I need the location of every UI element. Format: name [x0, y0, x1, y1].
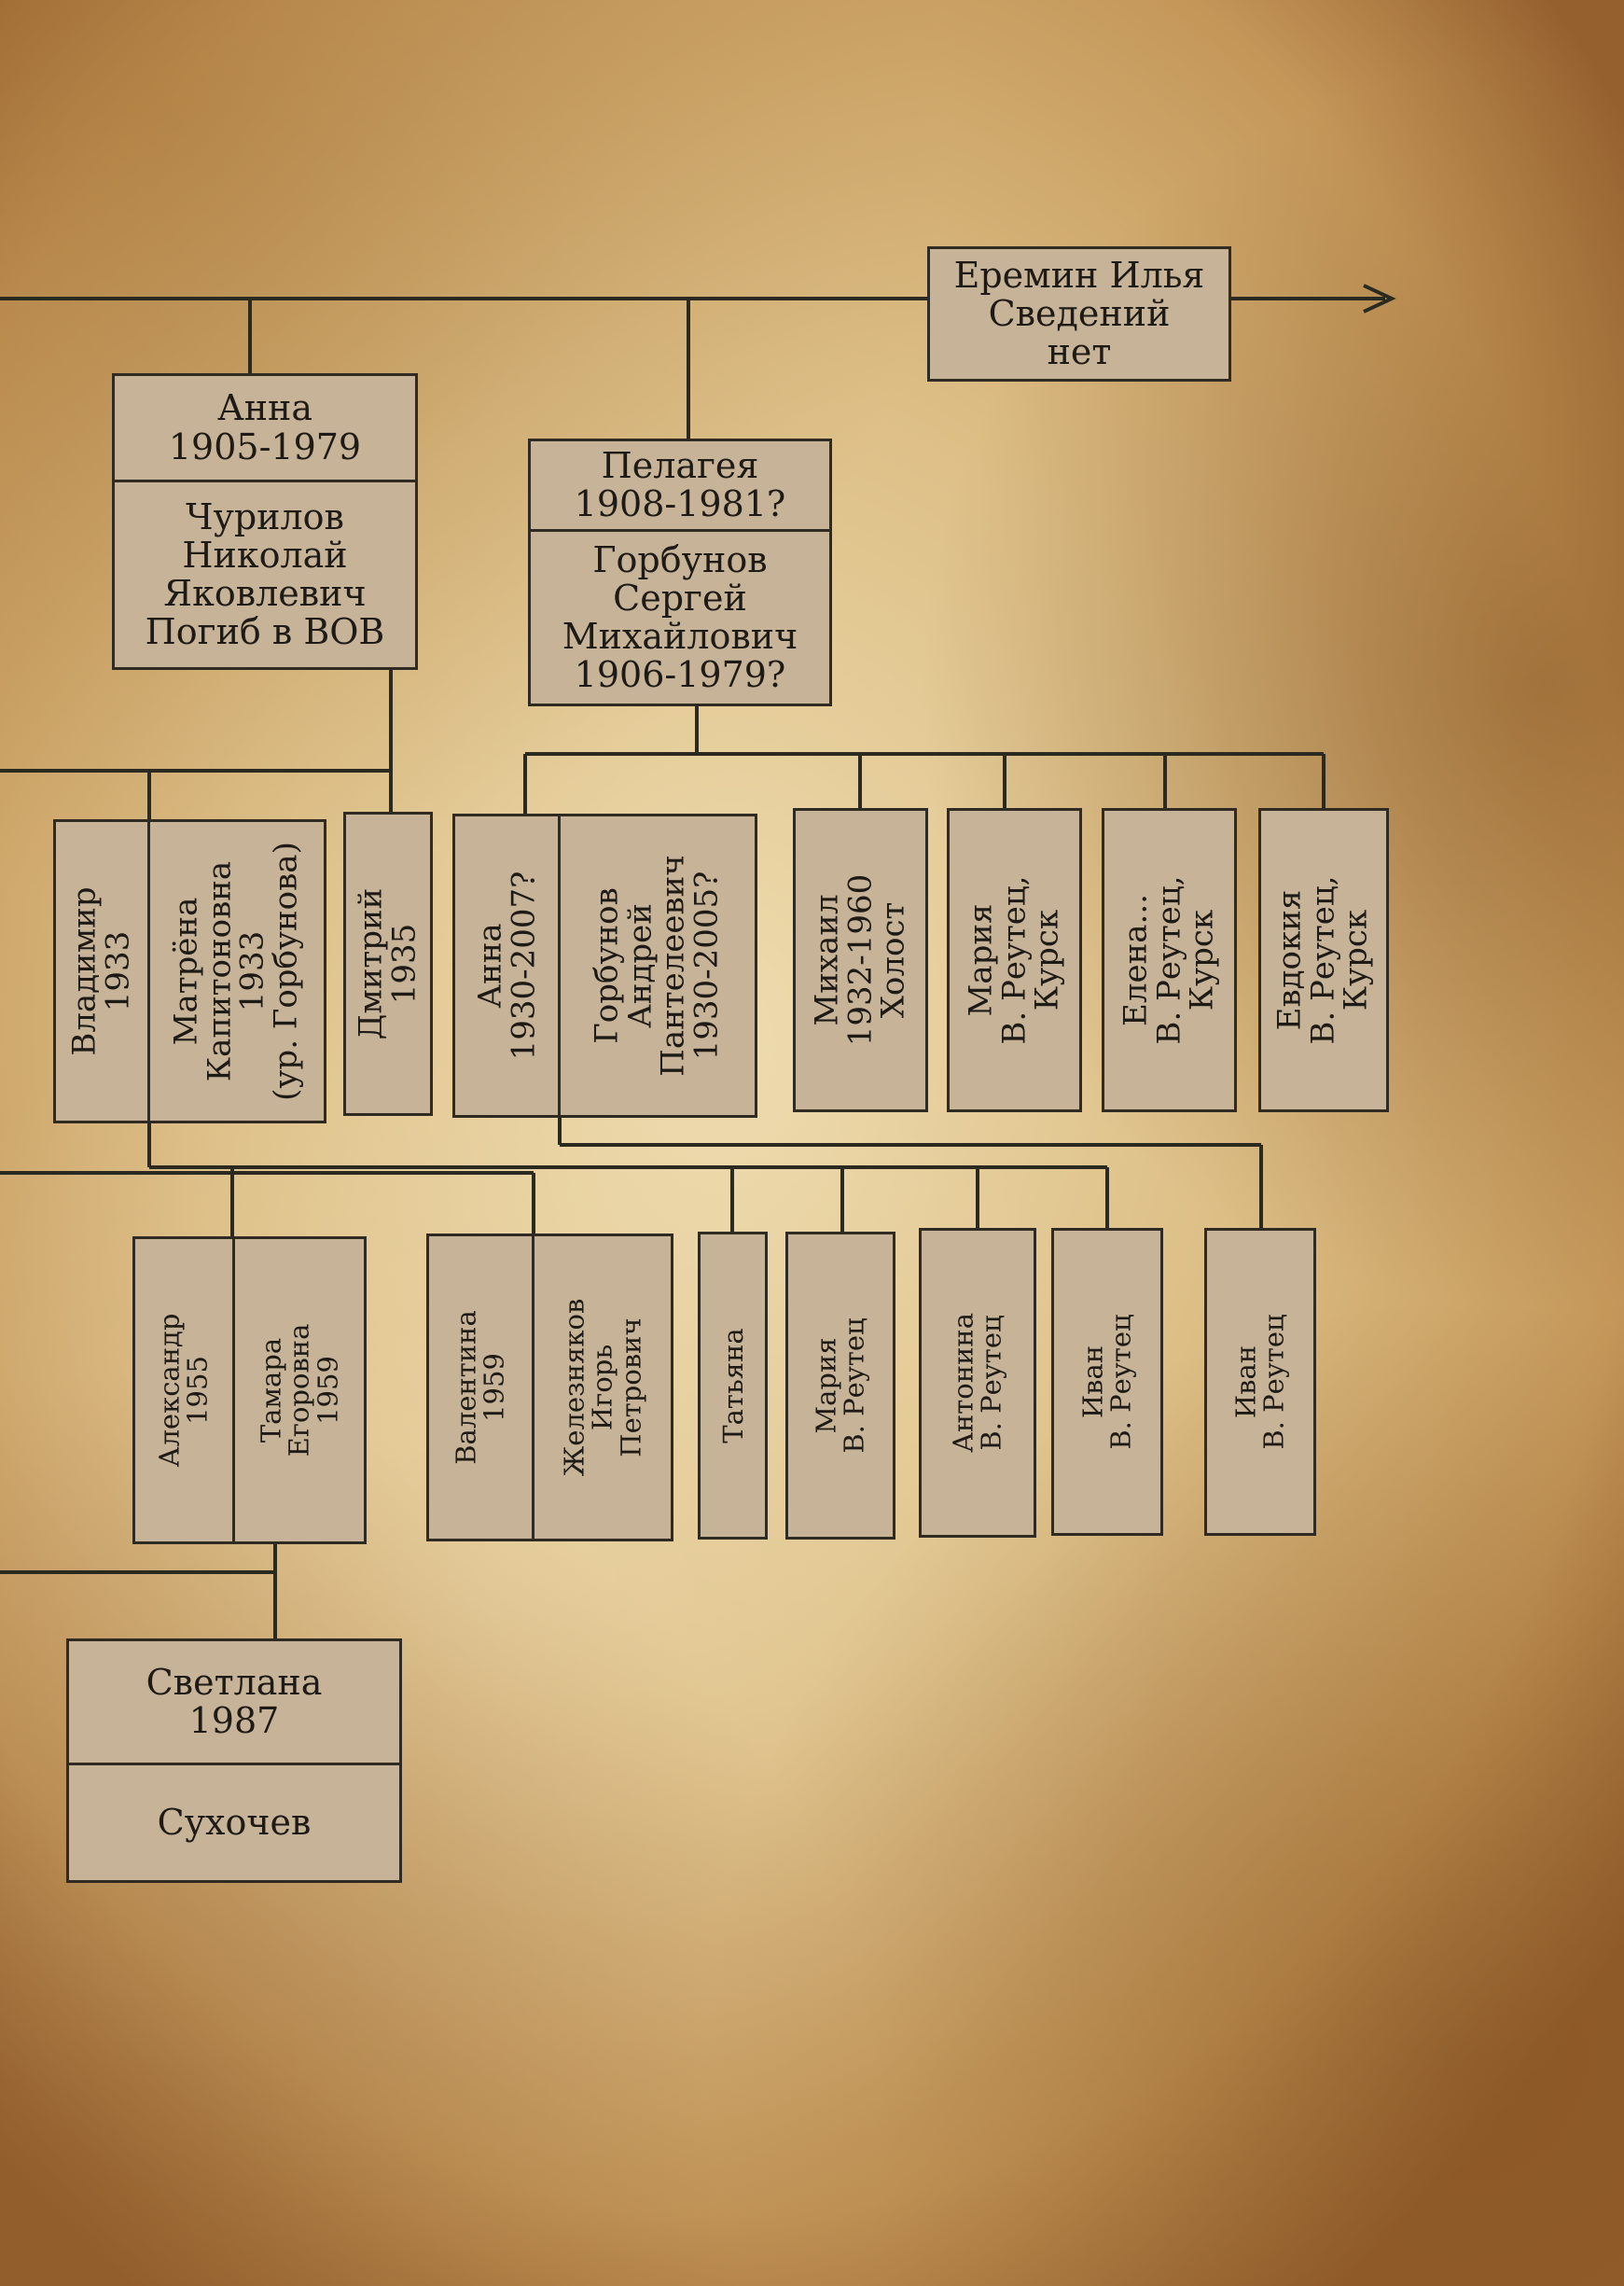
person-tatyana: Татьяна	[698, 1232, 768, 1540]
person-elena: Елена...В. Реутец,Курск	[1102, 808, 1237, 1112]
person-sukhochev: Сухочев	[69, 1763, 399, 1880]
